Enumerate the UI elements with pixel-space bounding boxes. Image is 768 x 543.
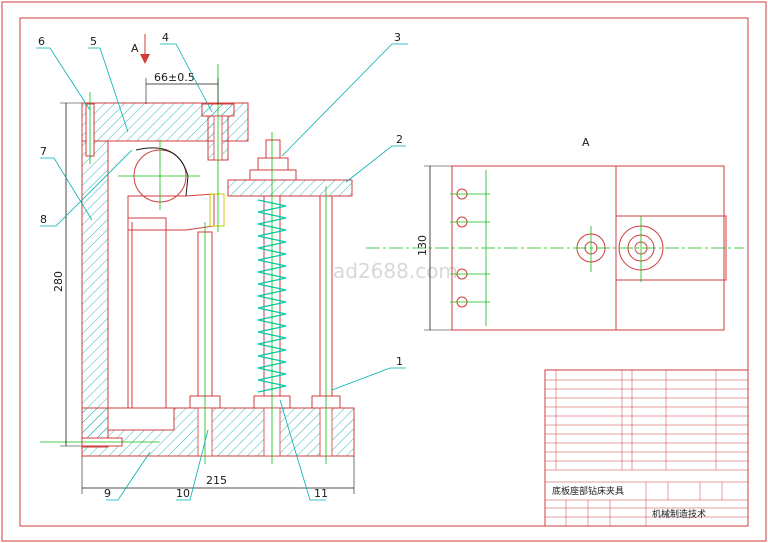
watermark: cad2688.com — [322, 259, 458, 283]
inner-rail — [127, 217, 167, 409]
view-a-label: A — [582, 136, 590, 149]
section-arrow-head — [140, 54, 150, 64]
front-view: A — [40, 34, 355, 464]
stud-top — [265, 139, 281, 159]
view-a: A 130 — [366, 136, 744, 331]
dim-height: 280 — [52, 271, 65, 292]
balloon-8: 8 — [40, 213, 47, 226]
balloon-4: 4 — [162, 31, 169, 44]
clamp-nut — [257, 157, 289, 171]
workpiece-arm — [127, 193, 215, 231]
balloon-7: 7 — [40, 145, 47, 158]
dim-base-width: 215 — [206, 474, 227, 487]
spring — [257, 199, 287, 393]
balloon-5: 5 — [90, 35, 97, 48]
balloon-6: 6 — [38, 35, 45, 48]
clamp-washer — [249, 169, 297, 181]
balloon-leaders — [36, 43, 408, 501]
balloon-11: 11 — [314, 487, 328, 500]
title-block-company: 机械制造技术 — [652, 508, 706, 520]
dim-top-width: 66±0.5 — [154, 71, 195, 84]
front-dimensions: 66±0.5 280 215 — [52, 71, 355, 494]
balloon-labels: 6 5 4 3 2 7 8 1 9 10 11 — [38, 31, 403, 500]
balloon-10: 10 — [176, 487, 190, 500]
balloon-2: 2 — [396, 133, 403, 146]
balloon-1: 1 — [396, 355, 403, 368]
balloon-9: 9 — [104, 487, 111, 500]
clamp-bar — [227, 179, 353, 197]
knurled-pad — [209, 193, 225, 227]
base-cutout — [107, 407, 175, 431]
balloon-3: 3 — [394, 31, 401, 44]
title-block-title: 底板座部钻床夹具 — [552, 485, 624, 497]
dim-side-height: 130 — [416, 235, 429, 256]
inner-frame — [19, 17, 749, 527]
section-arrow-label: A — [131, 42, 139, 55]
title-block: 底板座部钻床夹具 机械制造技术 — [544, 369, 749, 527]
